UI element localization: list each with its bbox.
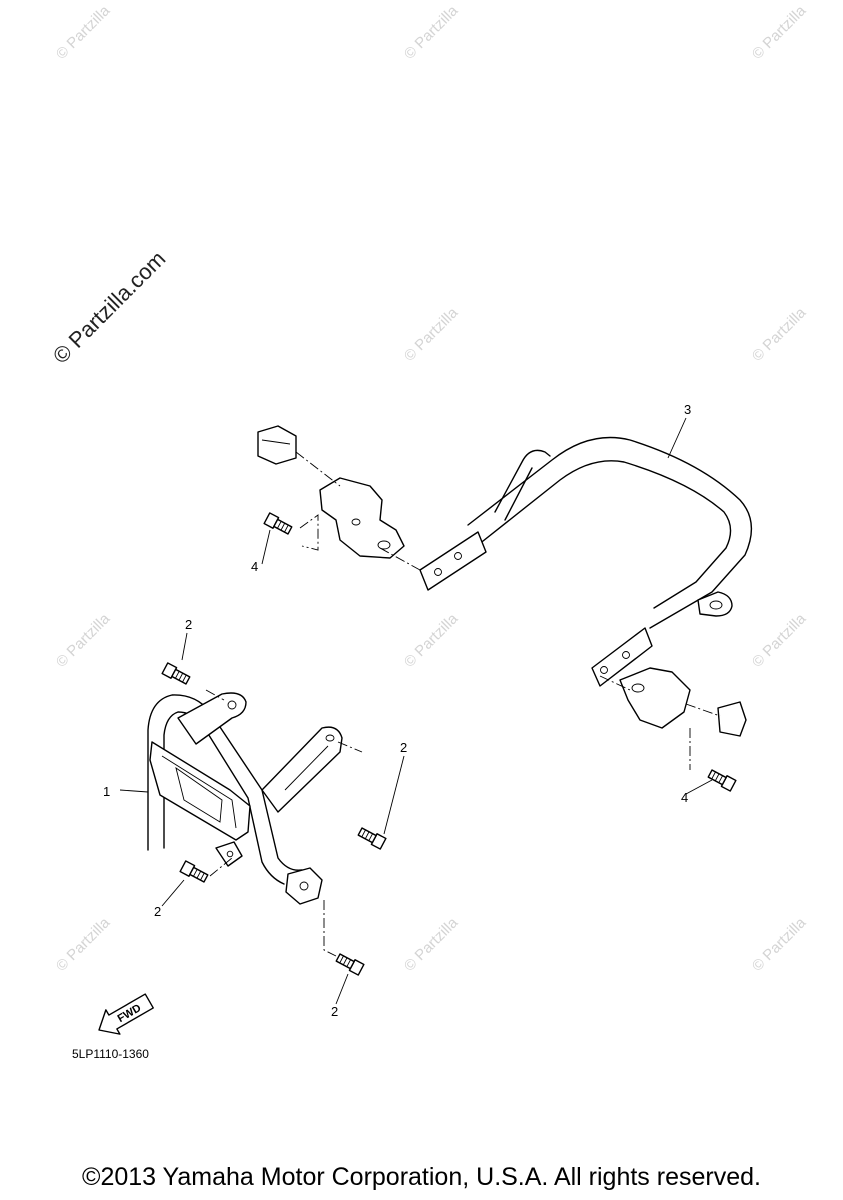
grab-bar-side [494, 449, 551, 513]
tab-hole [454, 552, 462, 560]
watermark: © Partzilla [749, 304, 810, 365]
bracket-hole [377, 540, 391, 550]
bolt [179, 860, 209, 883]
assembly-line [209, 857, 233, 877]
assembly-line [205, 689, 225, 701]
front-guard-tube-outer [147, 694, 303, 871]
bolt [263, 512, 293, 535]
watermark-layer: © Partzilla © Partzilla © Partzilla © Pa… [48, 2, 810, 975]
mount-bracket [619, 667, 691, 729]
assembly-line [379, 547, 421, 571]
assembly-line [323, 900, 337, 957]
front-guard-ear-upper [177, 692, 247, 745]
watermark-logo: © Partzilla.com [48, 246, 171, 369]
watermark: © Partzilla [53, 914, 114, 975]
watermark: © Partzilla [401, 2, 462, 63]
grab-bar-lug [697, 591, 733, 617]
fwd-arrow-icon: FWD [98, 993, 154, 1035]
bracket-hole [351, 518, 361, 526]
watermark: © Partzilla [53, 2, 114, 63]
watermark: © Partzilla [401, 914, 462, 975]
front-guard [147, 689, 363, 957]
front-guard-plate [149, 741, 251, 841]
copyright-notice: ©2013 Yamaha Motor Corporation, U.S.A. A… [82, 1163, 761, 1191]
lug-hole [709, 600, 723, 610]
assembly-line [599, 675, 631, 691]
watermark: © Partzilla [749, 2, 810, 63]
tab-hole [622, 651, 630, 659]
bolt-set [161, 512, 737, 976]
front-guard-foot [285, 867, 323, 905]
tab-hole [600, 666, 608, 674]
front-guard-ear-lower [215, 841, 243, 867]
front-guard-side-arm [261, 726, 343, 813]
foot-hole [299, 881, 309, 891]
rubber-bushing [257, 425, 297, 465]
bolt [707, 769, 737, 792]
callout-number: 1 [103, 784, 110, 799]
watermark: © Partzilla [401, 610, 462, 671]
callout-number: 3 [684, 402, 691, 417]
callout-number: 4 [251, 559, 258, 574]
bolt [161, 662, 191, 685]
rubber-bushing [717, 701, 747, 737]
tab-hole [434, 568, 442, 576]
callout-number: 4 [681, 790, 688, 805]
bolt [357, 827, 387, 850]
callout-number: 2 [400, 740, 407, 755]
assembly-line [299, 514, 319, 551]
watermark: © Partzilla [401, 304, 462, 365]
callout-labels: 1 2 2 2 2 3 4 4 [103, 402, 691, 1019]
mount-bracket [319, 477, 405, 559]
grab-bar-left-tab [419, 531, 487, 591]
watermark: © Partzilla [53, 610, 114, 671]
leader-lines [119, 417, 713, 1005]
arm-hole [325, 734, 335, 742]
ear-hole [227, 700, 237, 710]
watermark: © Partzilla [749, 610, 810, 671]
callout-number: 2 [154, 904, 161, 919]
bracket-hole [631, 683, 645, 693]
watermark: © Partzilla [749, 914, 810, 975]
grab-bar-tube-inner [477, 460, 732, 609]
left-rear-bracket [257, 425, 421, 571]
assembly-line [685, 703, 721, 717]
grab-bar-tube-outer [467, 436, 753, 629]
callout-number: 2 [331, 1004, 338, 1019]
diagram-part-number: 5LP1110-1360 [72, 1047, 149, 1061]
callout-number: 2 [185, 617, 192, 632]
grab-bar-side-inner [504, 467, 533, 521]
assembly-line [337, 741, 363, 753]
bolt [335, 953, 365, 976]
right-rear-bracket [599, 667, 747, 770]
assembly-line [295, 451, 341, 487]
rear-grab-bar [419, 436, 753, 687]
